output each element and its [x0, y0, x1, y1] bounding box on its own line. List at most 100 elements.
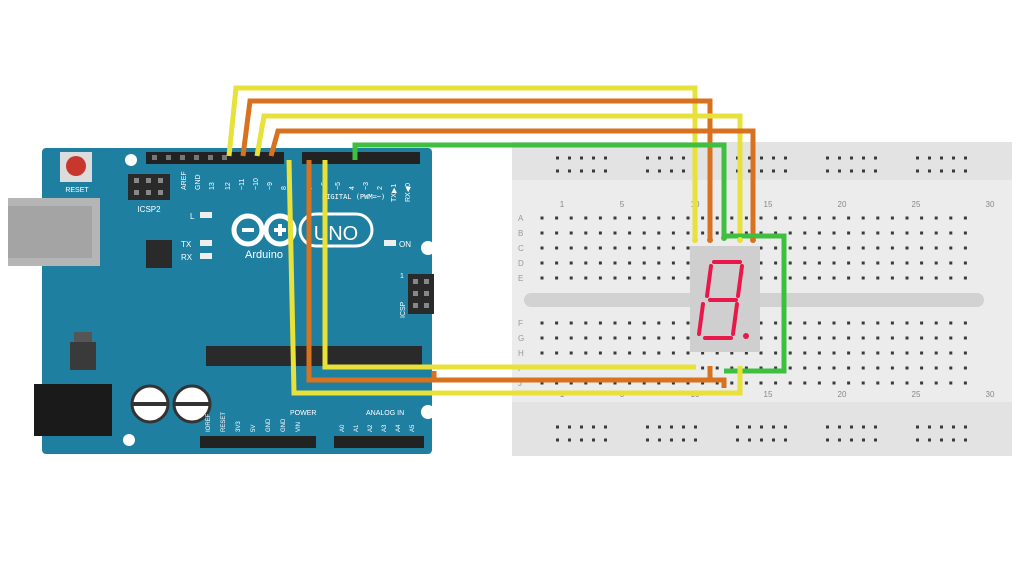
rail-hole: [760, 156, 763, 160]
breadboard-hole: [686, 321, 690, 325]
breadboard-hole: [890, 246, 894, 250]
breadboard-hole: [613, 246, 617, 250]
icsp-header: [408, 274, 434, 314]
rail-hole: [646, 425, 649, 429]
digital-header-right: [302, 152, 420, 164]
rail-hole: [694, 425, 697, 429]
rail-hole: [838, 156, 841, 160]
breadboard-hole: [584, 246, 588, 250]
breadboard-hole: [598, 216, 602, 220]
breadboard-hole: [905, 231, 909, 235]
breadboard-hole: [598, 246, 602, 250]
wire-end: [707, 237, 713, 243]
breadboard-hole: [613, 321, 617, 325]
breadboard-hole: [905, 261, 909, 265]
breadboard-hole: [584, 321, 588, 325]
breadboard-hole: [876, 381, 880, 385]
breadboard-hole: [730, 216, 734, 220]
breadboard-hole: [555, 231, 559, 235]
breadboard-hole: [628, 381, 632, 385]
breadboard-hole: [934, 276, 938, 280]
breadboard-hole: [686, 231, 690, 235]
rail-hole: [580, 169, 583, 173]
breadboard-hole: [963, 336, 967, 340]
reset-button[interactable]: [60, 152, 92, 182]
rail-hole: [580, 438, 583, 442]
breadboard-hole: [555, 381, 559, 385]
rail-hole: [940, 438, 943, 442]
breadboard-hole: [817, 351, 821, 355]
rail-hole: [940, 425, 943, 429]
wire-orange-top-2: [268, 128, 756, 238]
brand-text: Arduino: [245, 249, 283, 261]
breadboard-hole: [832, 231, 836, 235]
rail-hole: [682, 425, 685, 429]
wire-green-right: [724, 233, 787, 374]
rail-hole: [952, 156, 955, 160]
breadboard-hole: [832, 216, 836, 220]
column-number: 25: [912, 390, 921, 399]
rail-hole: [964, 169, 967, 173]
wire-end: [750, 237, 756, 243]
rail-hole: [838, 169, 841, 173]
breadboard-hole: [788, 231, 792, 235]
rail-hole: [916, 156, 919, 160]
breadboard-hole: [744, 366, 748, 370]
breadboard: 1 5 10 15 20 25 30 1 5 10 15 20 25 30 A …: [512, 142, 1012, 456]
breadboard-hole: [876, 231, 880, 235]
rail-hole: [658, 156, 661, 160]
breadboard-hole: [832, 276, 836, 280]
breadboard-hole: [847, 261, 851, 265]
breadboard-hole: [569, 216, 573, 220]
row-letter: B: [518, 229, 523, 238]
breadboard-hole: [730, 351, 734, 355]
breadboard-hole: [657, 381, 661, 385]
breadboard-hole: [920, 231, 924, 235]
breadboard-hole: [540, 261, 544, 265]
breadboard-hole: [861, 336, 865, 340]
breadboard-hole: [642, 261, 646, 265]
breadboard-hole: [701, 216, 705, 220]
led-rx: [200, 253, 212, 259]
uno-logo-text: UNO: [314, 223, 358, 245]
rail-hole: [646, 438, 649, 442]
breadboard-hole: [876, 276, 880, 280]
breadboard-hole: [774, 246, 778, 250]
column-number: 20: [838, 200, 847, 209]
breadboard-hole: [569, 246, 573, 250]
breadboard-hole: [803, 276, 807, 280]
breadboard-hole: [861, 261, 865, 265]
breadboard-hole: [686, 246, 690, 250]
column-number: 5: [620, 200, 625, 209]
rail-hole: [604, 156, 607, 160]
display-segments: [697, 260, 744, 340]
wire-yellow-top-2: [254, 113, 743, 238]
breadboard-hole: [861, 246, 865, 250]
breadboard-hole: [920, 246, 924, 250]
rail-hole: [760, 169, 763, 173]
breadboard-hole: [817, 261, 821, 265]
mounting-hole: [421, 241, 435, 255]
breadboard-hole: [598, 321, 602, 325]
breadboard-hole: [584, 261, 588, 265]
analog-pin-label: A0: [340, 424, 346, 432]
breadboard-hole: [934, 321, 938, 325]
breadboard-hole: [540, 231, 544, 235]
breadboard-hole: [555, 336, 559, 340]
mounting-hole: [421, 405, 435, 419]
row-letter: E: [518, 274, 523, 283]
breadboard-hole: [876, 336, 880, 340]
rail-hole: [682, 169, 685, 173]
analog-pin-label: A1: [354, 424, 360, 432]
breadboard-hole: [861, 216, 865, 220]
breadboard-hole: [657, 276, 661, 280]
breadboard-hole: [569, 321, 573, 325]
breadboard-hole: [817, 336, 821, 340]
analog-pin-label: A5: [410, 424, 416, 432]
rail-hole: [964, 156, 967, 160]
breadboard-hole: [715, 216, 719, 220]
breadboard-hole: [949, 261, 953, 265]
analog-header: [334, 436, 424, 448]
breadboard-hole: [642, 351, 646, 355]
